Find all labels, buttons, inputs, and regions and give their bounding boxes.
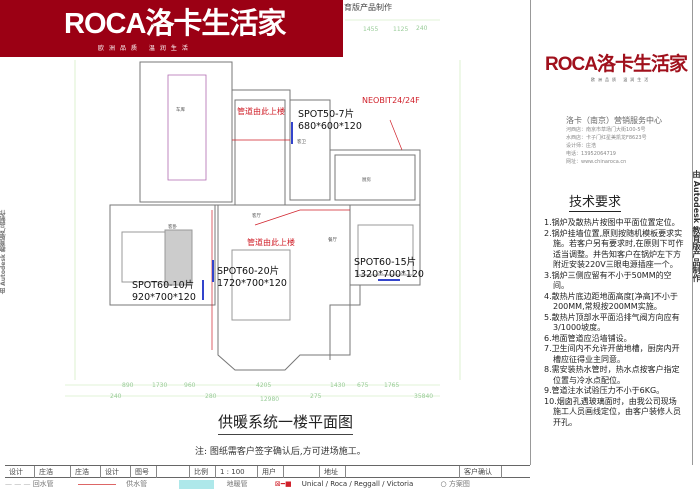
requirement: 1.锅炉及散热片按图中平面位置定位。 — [544, 218, 680, 227]
dim: 280 — [205, 393, 217, 400]
requirement: 4.散热片底边距地面高度[净高]不小于200MM,常规按200MM实施。 — [544, 291, 678, 312]
dim: 675 — [357, 382, 369, 389]
radiators — [202, 122, 400, 300]
cell — [157, 466, 190, 478]
tech-requirements: 1.锅炉及散热片按图中平面位置定位。 2.锅炉挂墙位置,原则按随机模板要求实施。… — [544, 218, 684, 428]
company-center: 洛卡（南京）营销服务中心 — [566, 116, 662, 125]
radiator-4 — [378, 279, 400, 281]
radiator-4-size: 1320*700*120 — [354, 269, 424, 280]
room-bath: 客卫 — [297, 140, 306, 145]
dim: 890 — [122, 382, 134, 389]
dim: 960 — [184, 382, 196, 389]
cell: 1 : 100 — [216, 466, 258, 478]
radiator-3 — [202, 280, 204, 300]
radiator-3-size: 920*700*120 — [132, 292, 196, 303]
radiator-3-model: SPOT60-10片 — [132, 280, 195, 291]
cell — [502, 466, 522, 478]
legend-return: 回水管 — [32, 480, 54, 488]
dim: 4205 — [256, 382, 272, 389]
car-outline — [167, 74, 207, 181]
requirement: 3.锅炉三侧应留有不小于50MM的空间。 — [544, 270, 672, 291]
cell: 客户确认 — [460, 466, 502, 478]
contact-line: 电话：13952064719 — [566, 151, 616, 157]
contact-line: 河西店：南京市草场门大街100-5号 — [566, 127, 646, 133]
cell: 地址 — [320, 466, 346, 478]
dim: 240 — [416, 25, 428, 32]
dim: 35840 — [414, 393, 434, 400]
cell: 庄浩 — [35, 466, 71, 478]
requirement: 2.锅炉挂墙位置,原则按随机模板要求实施。若客户另有要求时,在原则下可作适当调整… — [544, 228, 684, 270]
dim: 1125 — [393, 26, 409, 33]
company-logo: ROCA洛卡生活家 — [545, 54, 688, 75]
company-logo-sub: 欧洲品质 温润生活 — [591, 77, 652, 82]
requirement: 10.烟囱孔遇玻璃面时，由我公司现场施工人员画线定位，由客户装修人员开孔。 — [544, 396, 681, 427]
contact-line[interactable]: 网址：www.chinaroca.cn — [566, 159, 627, 165]
dim: 1765 — [384, 382, 400, 389]
cell: 设计 — [5, 466, 35, 478]
brand-logo: ROCA洛卡生活家 — [64, 8, 286, 40]
room-garage: 车库 — [176, 108, 185, 113]
legend-unit: Unical / Roca / Reggall / Victoria — [301, 480, 414, 488]
floor-plan — [65, 19, 461, 397]
room-living: 客厅 — [252, 214, 261, 219]
brand-banner: ROCA洛卡生活家 欧洲品质 温润生活 — [0, 0, 343, 57]
floor-heating-swatch — [179, 479, 215, 489]
edu-watermark: 育版产品制作 — [344, 3, 392, 12]
cell: 比例 — [190, 466, 216, 478]
dim: 12980 — [260, 396, 280, 403]
dim: 1455 — [363, 26, 379, 33]
room-kitchen: 厨房 — [362, 178, 371, 183]
pipe-up-label-1: 管道由此上楼 — [237, 107, 285, 116]
dim: 240 — [110, 393, 122, 400]
legend-floor: 地暖管 — [226, 480, 248, 488]
radiator-2-model: SPOT60-20片 — [217, 266, 280, 277]
cell: 庄浩 — [71, 466, 101, 478]
radiator-1 — [291, 122, 293, 144]
radiator-2 — [212, 260, 214, 282]
brand-slogan: 欧洲品质 温润生活 — [98, 45, 193, 52]
cell — [346, 466, 460, 478]
info-panel: ROCA洛卡生活家 欧洲品质 温润生活 洛卡（南京）营销服务中心 河西店：南京市… — [530, 0, 693, 465]
plan-note: 注: 图纸需客户签字确认后,方可进场施工。 — [195, 447, 366, 457]
radiator-4-model: SPOT60-15片 — [354, 257, 417, 268]
dim: 275 — [310, 393, 322, 400]
title-block-table: 设计 庄浩 庄浩 设计 图号 比例 1 : 100 用户 地址 客户确认 — [5, 465, 530, 478]
contact-line: 水西店：卡子门红星美凯龙F8623号 — [566, 135, 647, 141]
legend: — — — 回水管 供水管 地暖管 ⊠━■ Unical / Roca / Re… — [5, 479, 470, 489]
requirement: 9.管道注水试验压力不小于6KG。 — [544, 386, 665, 395]
plan-title: 供暖系统一楼平面图 — [218, 411, 354, 435]
legend-supply: 供水管 — [126, 480, 148, 488]
walls — [109, 61, 421, 371]
pipe-up-label-2: 管道由此上楼 — [247, 238, 295, 247]
cell: 用户 — [258, 466, 284, 478]
cell — [284, 466, 320, 478]
boiler-symbol-icon: ⊠━■ — [274, 480, 292, 488]
tech-title: 技术要求 — [569, 195, 622, 212]
dimension-lines — [65, 19, 461, 397]
cell: 设计 — [101, 466, 131, 478]
radiator-2-size: 1720*700*120 — [217, 278, 287, 289]
boiler-label: NEOBIT24/24F — [362, 96, 420, 105]
room-dining: 餐厅 — [328, 238, 337, 243]
radiator-1-model: SPOT50-7片 — [298, 109, 355, 120]
dim: 1730 — [152, 382, 168, 389]
requirement: 8.需安装热水管时，热水点按客户指定位置与冷水点配位。 — [544, 365, 680, 385]
legend-plan: 方案图 — [448, 480, 470, 488]
requirement: 7.卫生间内不允许开凿地槽，厨房内开槽应征得业主同意。 — [544, 344, 680, 364]
cell: 图号 — [131, 466, 157, 478]
right-vertical-text: 由 Autodesk 教育版产品制作 — [692, 170, 700, 283]
dim: 1430 — [330, 382, 346, 389]
solid-line-icon — [77, 483, 116, 485]
contact-line: 设计师：庄浩 — [566, 143, 597, 149]
room-bedroom: 客卧 — [168, 225, 177, 230]
circle-icon: ○ — [440, 480, 447, 488]
requirement: 6.地面管道应沿墙铺设。 — [544, 333, 632, 343]
radiator-1-size: 680*600*120 — [298, 121, 362, 132]
dashed-line-icon: — — — — [5, 480, 31, 488]
requirement: 5.散热片顶部水平面沿排气阀方向应有3/1000坡度。 — [544, 312, 680, 333]
